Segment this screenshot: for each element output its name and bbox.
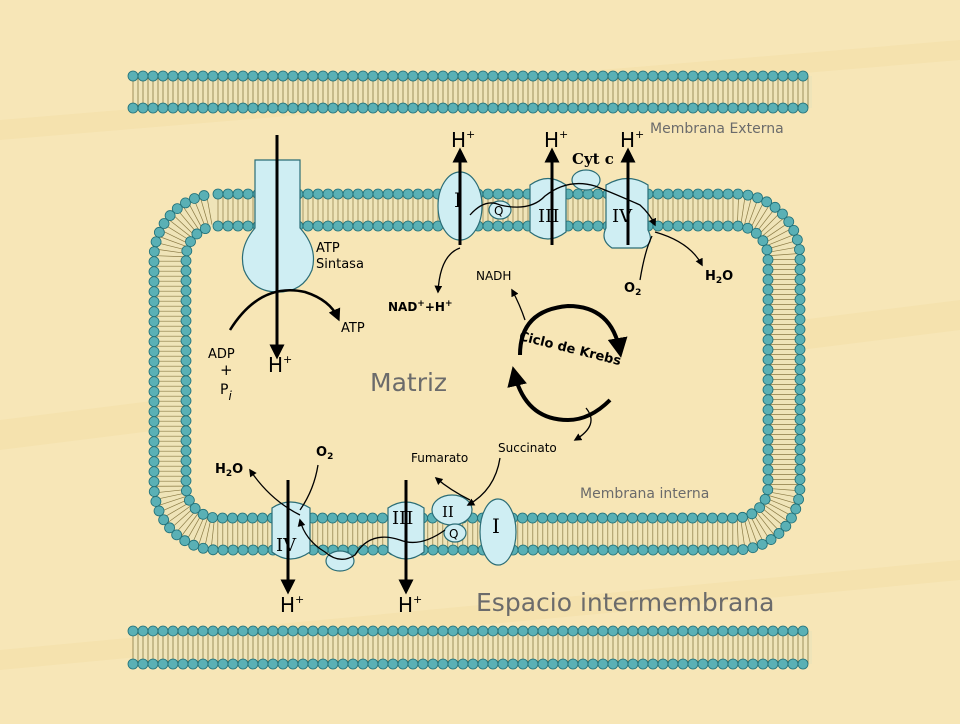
label-outer-membrane: Membrana Externa xyxy=(650,121,784,137)
label-complex-iii-top: III xyxy=(538,206,559,227)
label-matrix: Matriz xyxy=(370,368,447,397)
label-complex-i-bottom: I xyxy=(492,514,500,538)
label-fumarato: Fumarato xyxy=(411,451,468,465)
label-succinato: Succinato xyxy=(498,441,557,455)
label-intermembrane-space: Espacio intermembrana xyxy=(476,588,774,617)
label-cyt-c: Cyt c xyxy=(572,150,614,168)
label-complex-ii-bottom: II xyxy=(442,503,454,521)
label-atp: ATP xyxy=(341,321,365,336)
label-adp-plus: + xyxy=(220,361,233,379)
label-nadh: NADH xyxy=(476,269,511,283)
label-q-top: Q xyxy=(494,204,503,218)
label-q-bottom: Q xyxy=(449,527,458,541)
label-atp-synthase-2: Sintasa xyxy=(316,257,364,272)
label-complex-iv-top: IV xyxy=(612,206,633,227)
outer-membrane-top xyxy=(128,71,812,113)
label-adp: ADP xyxy=(208,347,235,362)
label-atp-synthase-1: ATP xyxy=(316,241,340,256)
outer-membrane-bottom xyxy=(128,626,812,669)
label-complex-iv-bottom: IV xyxy=(276,535,297,556)
cyt-c-bottom xyxy=(326,551,354,571)
label-complex-i-top: I xyxy=(454,188,462,212)
label-complex-iii-bottom: III xyxy=(392,508,413,529)
label-inner-membrane: Membrana interna xyxy=(580,486,709,502)
